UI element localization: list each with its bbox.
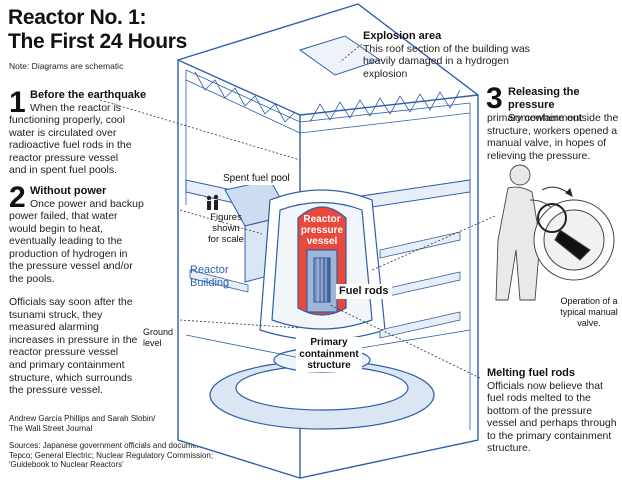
officials-line: increases in pressure in the	[9, 333, 138, 346]
credits-authors: Andrew Garcia Phillips and Sarah Slobin/…	[9, 414, 199, 433]
reactor-building-label: Reactor Building	[190, 264, 229, 290]
credit-line: Andrew Garcia Phillips and Sarah Slobin/	[9, 414, 156, 423]
step-1-number: 1	[9, 86, 26, 119]
officials-line: reactor pressure vessel	[9, 346, 119, 359]
melting-line: bottom of the pressure	[487, 404, 593, 417]
step-2-line: power failed, that water	[9, 210, 118, 222]
officials-paragraph: Officials say soon after the tsunami str…	[9, 296, 184, 397]
step-3-body: primary containment structure, workers o…	[487, 112, 622, 162]
ground-level-line: level	[143, 338, 162, 348]
step-3-line: manual valve, in hopes of	[487, 137, 607, 150]
step-2-line: Once power and backup	[30, 198, 144, 210]
figures-line: for scale	[208, 234, 244, 245]
melting-line: Officials now believe that	[487, 379, 603, 392]
explosion-line: This roof section of the building was	[363, 42, 530, 55]
reactor-pressure-vessel	[297, 206, 347, 316]
step-1-body: functioning properly, cool water is circ…	[9, 114, 184, 177]
step-2-line: the pools.	[9, 272, 55, 285]
source-line: Sources: Japanese government officials a…	[9, 441, 210, 450]
officials-line: measured alarming	[9, 321, 99, 334]
step-1-heading: Before the earthquake	[30, 89, 147, 101]
source-line: 'Guidebook to Nuclear Reactors'	[9, 460, 124, 470]
step-1-line: and in spent fuel pools.	[9, 164, 117, 177]
reactor-building-line: Building	[190, 277, 230, 289]
schematic-note: Note: Diagrams are schematic	[9, 61, 124, 71]
credits-sources: Sources: Japanese government officials a…	[9, 441, 224, 470]
containment-label: Primary containment structure	[296, 337, 362, 372]
step-2-body: power failed, that water would begin to …	[9, 210, 184, 286]
page-title: Reactor No. 1: The First 24 Hours	[8, 6, 208, 54]
scale-figures	[206, 194, 219, 210]
roof-window	[298, 35, 382, 76]
step-1-text: Before the earthquake When the reactor i…	[30, 89, 180, 115]
title-line-1: Reactor No. 1:	[8, 6, 147, 29]
credit-line: The Wall Street Journal	[9, 423, 93, 433]
officials-line: the pressure vessel.	[9, 384, 103, 397]
pressure-vessel-line: pressure	[300, 225, 344, 236]
source-line: Tepco; General Electric; Nuclear Regulat…	[9, 450, 214, 460]
ground-level-line: Ground	[143, 327, 174, 337]
reactor-building-line: Reactor	[190, 264, 229, 276]
step-2-line: the pressure vessel and/or	[9, 260, 133, 273]
melting-line: structure.	[487, 442, 531, 455]
containment-line: structure	[307, 360, 351, 371]
manual-valve	[533, 199, 615, 281]
officials-line: Officials say soon after the	[9, 296, 133, 308]
figures-label: Figures shown for scale	[196, 212, 256, 245]
step-2-line: eventually leading to the	[9, 235, 123, 248]
title-line-2: The First 24 Hours	[8, 30, 187, 53]
spent-fuel-pool-label: Spent fuel pool	[221, 173, 292, 185]
step-3-line: relieving the pressure.	[487, 149, 591, 162]
melting-line: vessel and perhaps through	[487, 417, 617, 430]
floor-levels	[189, 231, 461, 339]
step-3-heading: Releasing the pressure	[508, 86, 580, 111]
step-1-line: reactor pressure vessel	[9, 151, 119, 164]
officials-line: structure, which surrounds	[9, 371, 133, 384]
officials-line: and primary containment	[9, 358, 125, 371]
step-2-text: Without power Once power and backup	[30, 185, 180, 211]
step-1-line: radioactive fuel rods in the	[9, 139, 132, 152]
step-3-text: Releasing the pressure Somewhere outside…	[508, 86, 622, 125]
step-2-heading: Without power	[30, 185, 107, 197]
worker-figure	[495, 164, 557, 301]
callout-lines	[99, 43, 496, 379]
step-3-line: Somewhere outside the	[508, 112, 619, 124]
step-1-line: water is circulated over	[9, 126, 117, 139]
step-3-line: structure, workers opened a	[487, 124, 618, 137]
ground-level-label: Ground level	[143, 327, 173, 349]
melting-line: fuel rods melted to the	[487, 392, 591, 405]
figures-line: Figures	[210, 212, 242, 223]
melting-heading: Melting fuel rods	[487, 367, 575, 379]
melting-line: to the primary containment	[487, 429, 612, 442]
fuel-rods-label: Fuel rods	[336, 284, 392, 299]
step-2-number: 2	[9, 181, 26, 214]
valve-line: valve.	[577, 318, 601, 328]
pressure-vessel-line: vessel	[306, 236, 338, 247]
pressure-vessel-line: Reactor	[303, 214, 341, 225]
step-3-line: primary containment	[487, 112, 583, 124]
step-1-line: When the reactor is	[30, 102, 122, 114]
valve-caption: Operation of a typical manual valve.	[556, 296, 622, 329]
pressure-vessel-label: Reactor pressure vessel	[300, 214, 344, 247]
step-3-number: 3	[486, 82, 503, 115]
valve-line: Operation of a	[560, 296, 618, 306]
melting-callout: Melting fuel rods Officials now believe …	[487, 367, 622, 455]
explosion-heading: Explosion area	[363, 30, 442, 42]
step-1-line: functioning properly, cool	[9, 114, 125, 126]
containment-line: Primary	[310, 337, 348, 348]
step-2-line: production of hydrogen in	[9, 247, 128, 260]
officials-line: tsunami struck, they	[9, 308, 103, 321]
valve-rotation-arrow	[541, 186, 573, 197]
step-2-line: would begin to heat,	[9, 222, 103, 235]
explosion-callout: Explosion area This roof section of the …	[363, 30, 553, 80]
explosion-line: heavily damaged in a hydrogen explosion	[363, 55, 509, 80]
containment-line: containment	[299, 348, 359, 360]
figures-line: shown	[212, 223, 240, 234]
valve-line: typical manual	[560, 307, 618, 317]
